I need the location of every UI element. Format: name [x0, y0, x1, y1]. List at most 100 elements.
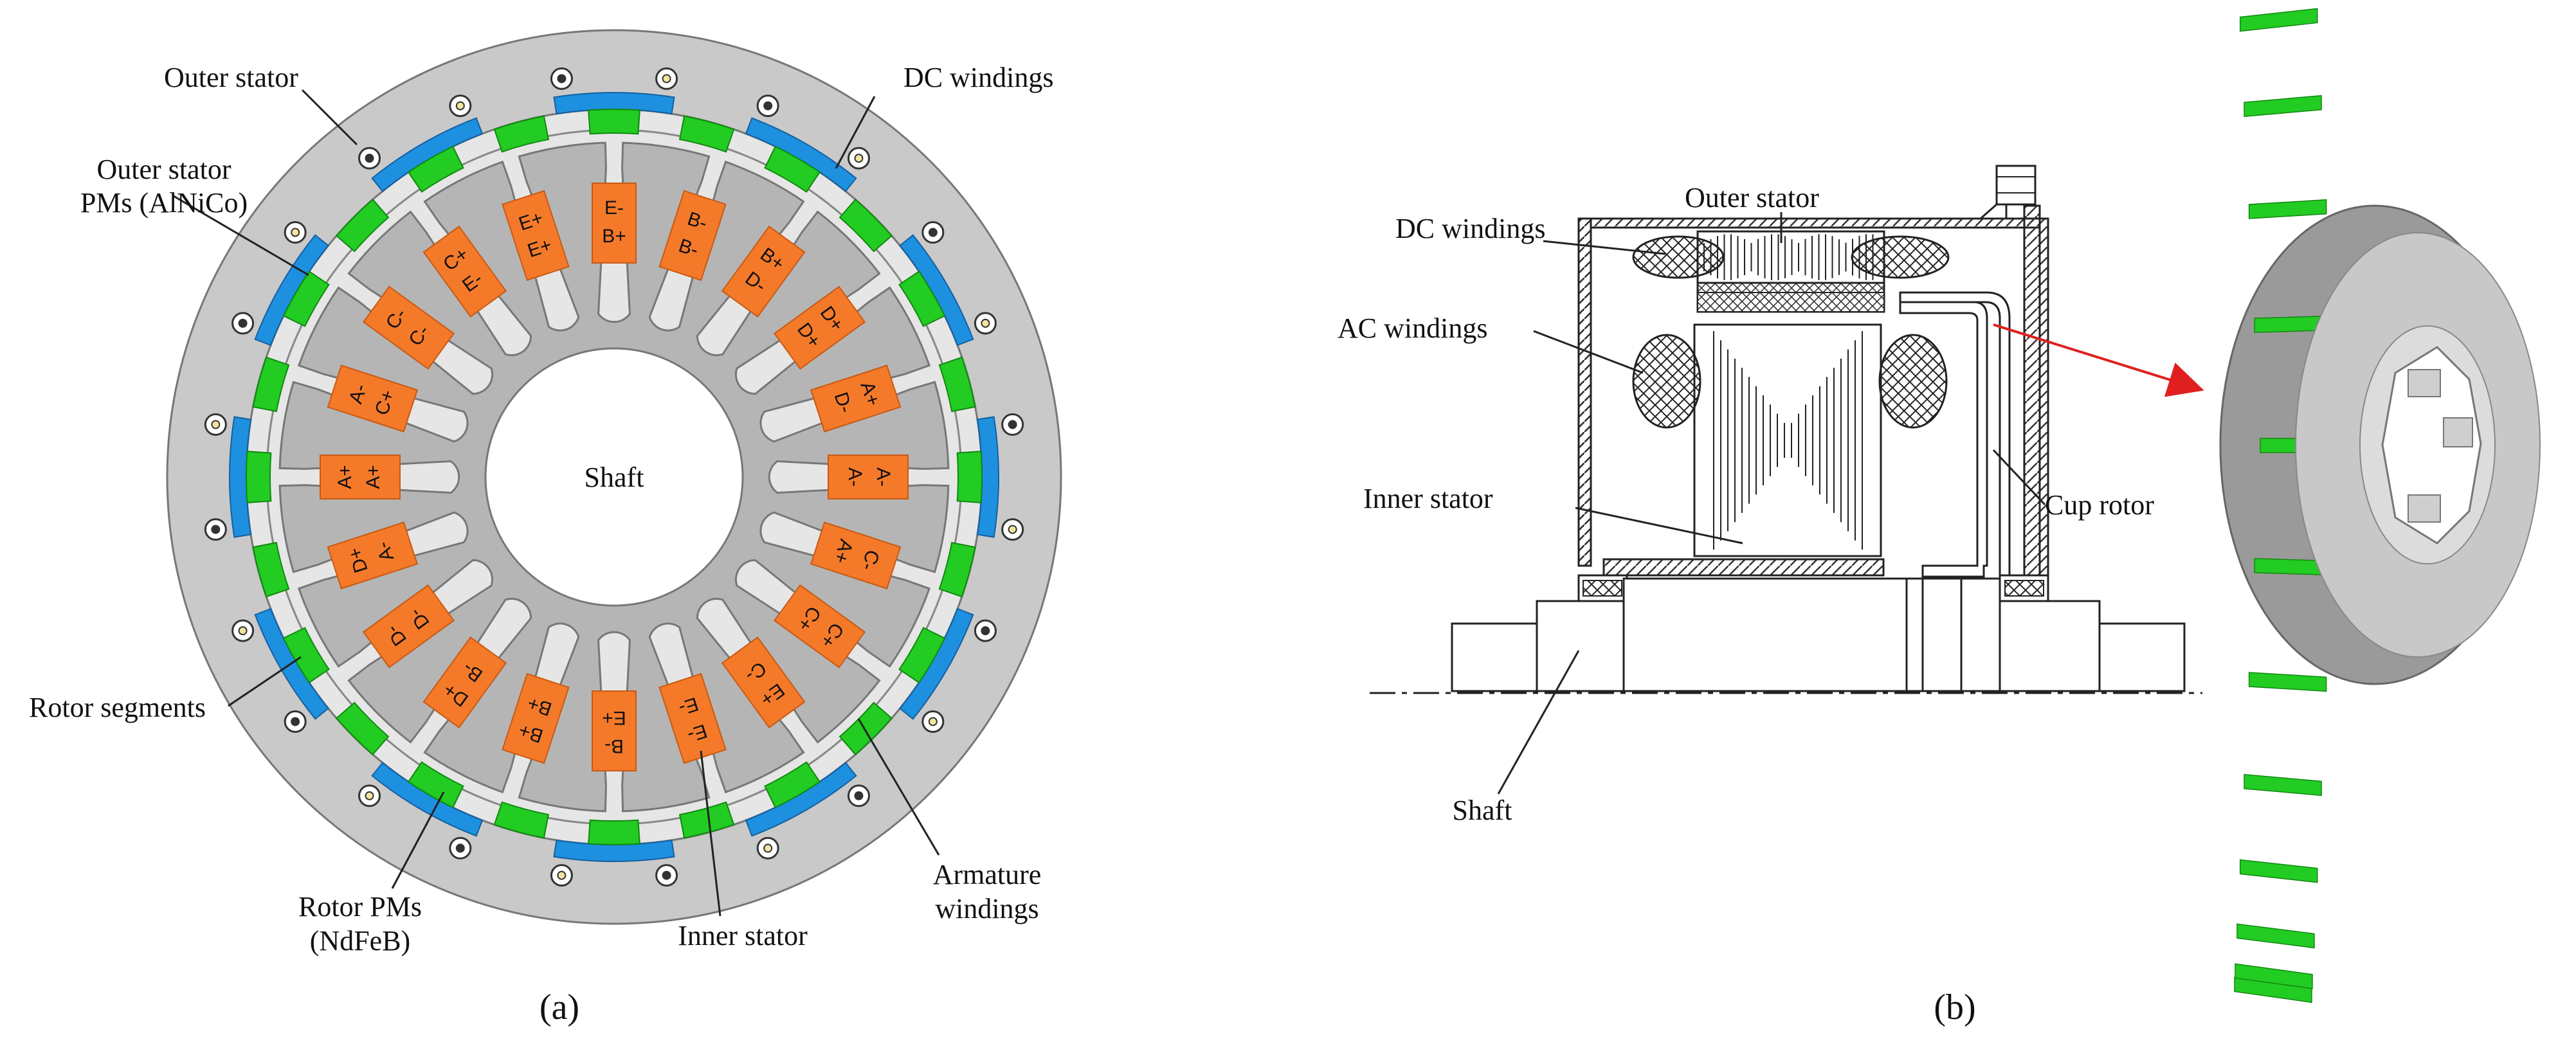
armature-coil: A+ A+	[320, 455, 401, 500]
label-outer-stator-pms-2: PMs (AlNiCo)	[80, 187, 248, 219]
coil-label-outer: A+	[334, 465, 356, 489]
coil-label-inner: A-	[844, 467, 866, 487]
label-armature-2: windings	[935, 893, 1039, 924]
label-rotor-segments: Rotor segments	[29, 692, 206, 723]
rotor-bar	[2239, 8, 2318, 32]
housing-cap	[1995, 165, 2036, 206]
dc-winding-right	[1851, 235, 1950, 279]
armature-coil: C-C-	[362, 285, 455, 370]
coil-label-outer: A-	[873, 467, 894, 487]
armature-coil: E-B+	[592, 183, 637, 264]
armature-coil: A-C+	[327, 364, 419, 433]
rotor-bar	[2244, 774, 2322, 797]
rotor-pm	[898, 270, 946, 327]
armature-coil: A+D-	[810, 364, 902, 433]
label-ac-windings: AC windings	[1338, 312, 1487, 344]
label-shaft-b: Shaft	[1453, 795, 1512, 826]
label-outer-stator: Outer stator	[164, 62, 298, 93]
figure-b-leader-lines	[1497, 212, 2046, 795]
coil-label-inner: B+	[602, 226, 626, 247]
rotor-pm	[407, 761, 464, 809]
rotor-pm	[764, 145, 821, 193]
caption-b: (b)	[1934, 987, 1975, 1027]
rotor-bar	[2248, 672, 2327, 692]
coil-label-inner: E+	[602, 707, 626, 728]
rotor-pm	[588, 819, 640, 845]
label-cup-rotor: Cup rotor	[2045, 489, 2154, 521]
inner-stator-block	[1693, 323, 1882, 557]
shaft-body	[1451, 577, 2186, 692]
dc-winding-left	[1632, 235, 1725, 279]
cup-rotor-hub	[1899, 301, 1988, 578]
housing-left-wall	[1577, 217, 1592, 567]
label-shaft-a: Shaft	[585, 462, 644, 493]
rotor-pm	[282, 627, 330, 684]
rotor-pm	[493, 801, 550, 839]
armature-coil: E+C-	[721, 636, 806, 729]
rotor-pm	[588, 109, 640, 135]
rotor-pm	[252, 541, 290, 598]
rotor-pm	[335, 198, 390, 253]
rotor-pm	[938, 541, 976, 598]
label-inner-stator-b: Inner stator	[1363, 483, 1493, 514]
coil-label-outer: B-	[604, 735, 624, 757]
bearing-right	[1999, 574, 2049, 602]
rotor-pm	[335, 701, 390, 756]
label-dc-windings: DC windings	[903, 62, 1053, 93]
armature-coil: B- E+	[592, 690, 637, 771]
bearing-left	[1577, 574, 1628, 602]
label-outer-stator-b: Outer stator	[1685, 182, 1819, 213]
rotor-pm	[839, 198, 893, 253]
rotor-pm	[764, 761, 821, 809]
stator-bolt-group	[204, 67, 1024, 887]
rotor-bar	[2235, 963, 2313, 989]
label-dc-windings-b: DC windings	[1395, 213, 1545, 244]
armature-coil: B+D-	[721, 225, 806, 318]
rotor-pm	[246, 451, 272, 503]
outer-stator-pm-band-2	[1697, 292, 1885, 312]
armature-coil: A- A-	[828, 455, 909, 500]
armature-coil: B-B-	[658, 190, 727, 282]
rotor-bar	[2236, 923, 2315, 949]
figure-a-leader-lines	[173, 89, 940, 917]
rotor-pm	[678, 801, 735, 839]
rotor-pm	[938, 356, 976, 413]
rotor-pm	[252, 356, 290, 413]
armature-coil: B+B+	[502, 672, 570, 764]
figure-a-cross-section: E-B+ B-B-B+D-D+D+A+D- A- A- C-A+C+C+E+C-E-E-…	[29, 29, 1062, 1027]
inner-stator-base	[1602, 558, 1885, 577]
coil-label-inner: A+	[363, 465, 384, 489]
armature-coil: D-D-	[362, 584, 455, 669]
ac-winding-left	[1632, 334, 1701, 429]
rotor-bar	[2239, 859, 2318, 883]
rotor-pm	[898, 627, 946, 684]
label-inner-stator-a: Inner stator	[678, 920, 808, 951]
rotor-pm	[678, 115, 735, 153]
armature-coil-group: E-B+ B-B-B+D-D+D+A+D- A- A- C-A+C+C+E+C-E-E-…	[320, 183, 909, 771]
armature-coil: C+C+	[774, 584, 866, 669]
rotor-pm	[839, 701, 893, 756]
armature-coil: C+E-	[422, 225, 507, 318]
label-rotor-pms-2: (NdFeB)	[310, 925, 410, 957]
rotor-pm	[282, 270, 330, 327]
label-rotor-pms-1: Rotor PMs	[298, 891, 422, 923]
label-armature-1: Armature	[933, 859, 1042, 890]
armature-coil: E-E-	[658, 672, 727, 764]
armature-coil: C-A+	[810, 521, 902, 590]
housing-right-wall	[2023, 204, 2041, 577]
label-outer-stator-pms-1: Outer stator	[97, 154, 231, 185]
zoom-arrow	[1993, 323, 2204, 397]
rotor-pm	[407, 145, 464, 193]
rotor-bar	[2244, 94, 2322, 117]
figure-b-axial-section: DC windings Outer stator AC windings Inn…	[1338, 8, 2541, 1027]
armature-coil: E+E+	[502, 190, 570, 282]
armature-coil: D+D+	[774, 285, 866, 370]
cup-rotor-3d	[2219, 8, 2541, 1004]
armature-coil: D+A-	[327, 521, 419, 590]
rotor-pm-group	[246, 109, 983, 845]
rotor-bar	[2248, 199, 2327, 219]
caption-a: (a)	[540, 987, 579, 1027]
shaft-bore	[484, 347, 744, 607]
rotor-pm	[493, 115, 550, 153]
